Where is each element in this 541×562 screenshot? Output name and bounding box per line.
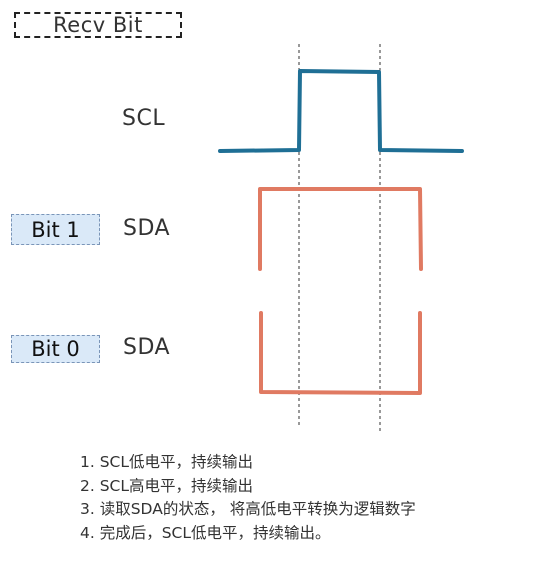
sda-bit1-waveform — [258, 187, 423, 271]
scl-label: SCL — [122, 106, 166, 131]
bit-1-text: Bit 1 — [31, 217, 80, 242]
note-item: 3. 读取SDA的状态， 将高低电平转换为逻辑数字 — [80, 500, 416, 518]
bit-1-label: Bit 1 — [11, 214, 100, 245]
title-box: Recv Bit — [14, 12, 182, 38]
sda-bit1-label: SDA — [123, 216, 171, 241]
bit-0-label: Bit 0 — [11, 335, 100, 363]
sda-bit0-waveform — [259, 311, 422, 395]
sda-bit0-label: SDA — [123, 335, 171, 360]
note-item: 1. SCL低电平，持续输出 — [80, 453, 254, 471]
timing-diagram — [218, 44, 464, 432]
scl-waveform — [218, 69, 464, 153]
bit-0-text: Bit 0 — [31, 337, 80, 361]
notes-list: 1. SCL低电平，持续输出 2. SCL高电平，持续输出 3. 读取SDA的状… — [80, 451, 416, 545]
note-item: 2. SCL高电平，持续输出 — [80, 476, 254, 495]
note-item: 4. 完成后，SCL低电平，持续输出。 — [80, 523, 331, 542]
title-label: Recv Bit — [53, 13, 143, 37]
